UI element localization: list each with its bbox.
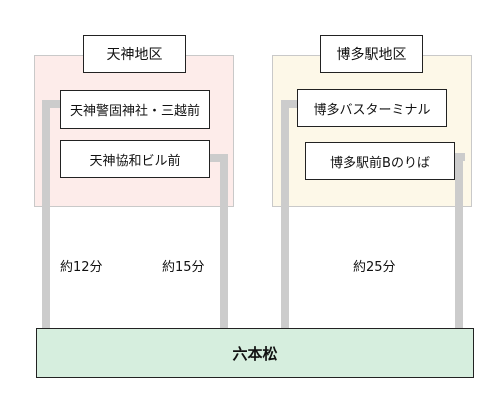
- stop-tenjin-keigo: 天神警固神社・三越前: [60, 90, 210, 129]
- route-line-hakata-terminal: [281, 100, 297, 108]
- route-line-hakata-terminal: [281, 100, 289, 328]
- duration-tenjin-keigo: 約12分: [60, 260, 103, 275]
- stop-hakata-terminal: 博多バスターミナル: [297, 89, 447, 127]
- duration-hakata: 約25分: [353, 260, 396, 275]
- stop-tenjin-kyowa: 天神協和ビル前: [60, 140, 210, 178]
- tenjin-area-panel: [34, 55, 234, 207]
- hakata-area-panel: [272, 55, 472, 207]
- destination-roppongmatsu: 六本松: [36, 328, 474, 378]
- route-line-tenjin-keigo: [42, 100, 50, 328]
- route-line-tenjin-kyowa: [210, 154, 228, 162]
- route-line-hakata-b: [455, 153, 463, 328]
- stop-hakata-b: 博多駅前Bのりば: [305, 142, 455, 180]
- hakata-area-title: 博多駅地区: [320, 35, 423, 73]
- route-line-tenjin-kyowa: [220, 154, 228, 328]
- duration-tenjin-kyowa: 約15分: [162, 260, 205, 275]
- tenjin-area-title: 天神地区: [83, 35, 186, 73]
- route-line-tenjin-keigo: [42, 100, 60, 108]
